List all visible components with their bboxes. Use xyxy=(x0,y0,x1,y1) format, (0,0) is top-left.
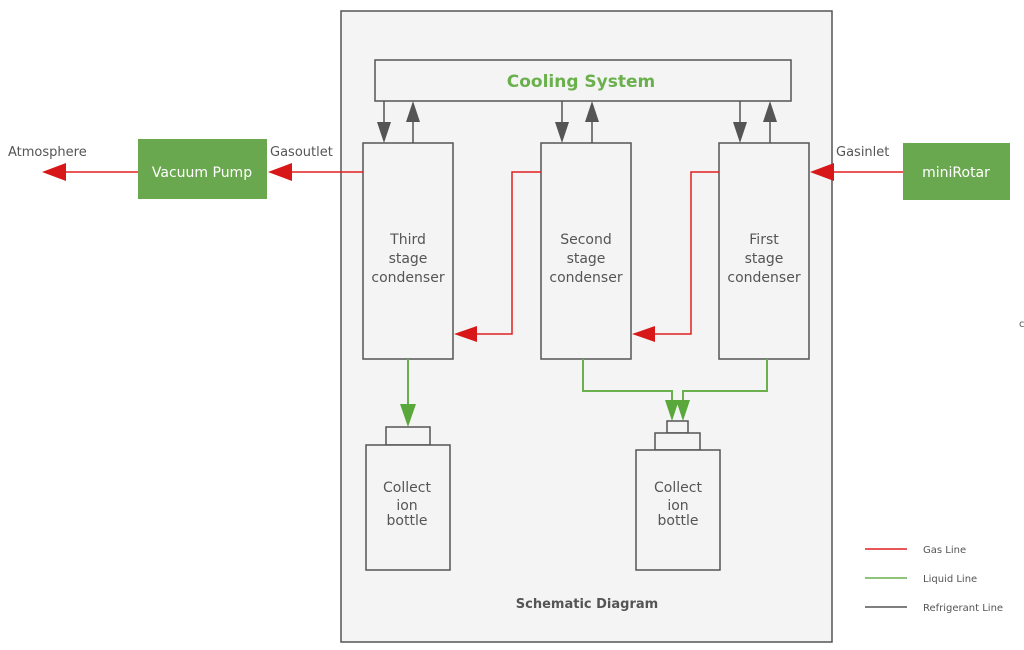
liquid-line-first xyxy=(676,359,768,421)
liquid-lines xyxy=(400,359,768,427)
gas-line-outlet xyxy=(268,163,363,181)
legend-refrigerant-line: Refrigerant Line xyxy=(865,603,1003,614)
legend-liquid-line: Liquid Line xyxy=(865,574,977,585)
svg-text:Gas Line: Gas Line xyxy=(923,545,966,556)
refrigerant-arrow-down-second xyxy=(555,101,569,143)
refrigerant-arrow-up-first xyxy=(763,101,777,143)
refrigerant-arrow-down-third xyxy=(377,101,391,143)
gas-line-first-to-second xyxy=(632,171,719,342)
svg-text:miniRotar: miniRotar xyxy=(922,165,990,181)
cooling-system-label: Cooling System xyxy=(507,72,656,92)
gas-lines xyxy=(42,163,903,342)
gas-line-inlet xyxy=(810,163,903,181)
gas-outlet-label: Gasoutlet xyxy=(270,145,333,160)
liquid-line-third xyxy=(400,359,416,427)
minirotar-box: miniRotar xyxy=(903,143,1010,200)
gas-line-to-atmosphere xyxy=(42,163,138,181)
gas-inlet-label: Gasinlet xyxy=(836,145,889,160)
cooling-system-box xyxy=(374,59,792,102)
legend-gas-line: Gas Line xyxy=(865,545,966,556)
svg-text:Refrigerant Line: Refrigerant Line xyxy=(923,603,1003,614)
vacuum-pump-box: Vacuum Pump xyxy=(138,139,267,199)
edge-fragment: c xyxy=(1019,319,1024,330)
atmosphere-label: Atmosphere xyxy=(8,145,87,160)
svg-text:Vacuum Pump: Vacuum Pump xyxy=(152,165,252,181)
liquid-line-second xyxy=(582,359,679,421)
svg-text:Liquid Line: Liquid Line xyxy=(923,574,977,585)
refrigerant-arrow-up-third xyxy=(406,101,420,143)
refrigerant-arrow-up-second xyxy=(585,101,599,143)
gas-line-second-to-third xyxy=(454,171,541,342)
refrigerant-lines xyxy=(377,101,777,143)
refrigerant-arrow-down-first xyxy=(733,101,747,143)
legend: Gas Line Liquid Line Refrigerant Line xyxy=(865,545,1003,614)
diagram-title: Schematic Diagram xyxy=(516,597,658,612)
